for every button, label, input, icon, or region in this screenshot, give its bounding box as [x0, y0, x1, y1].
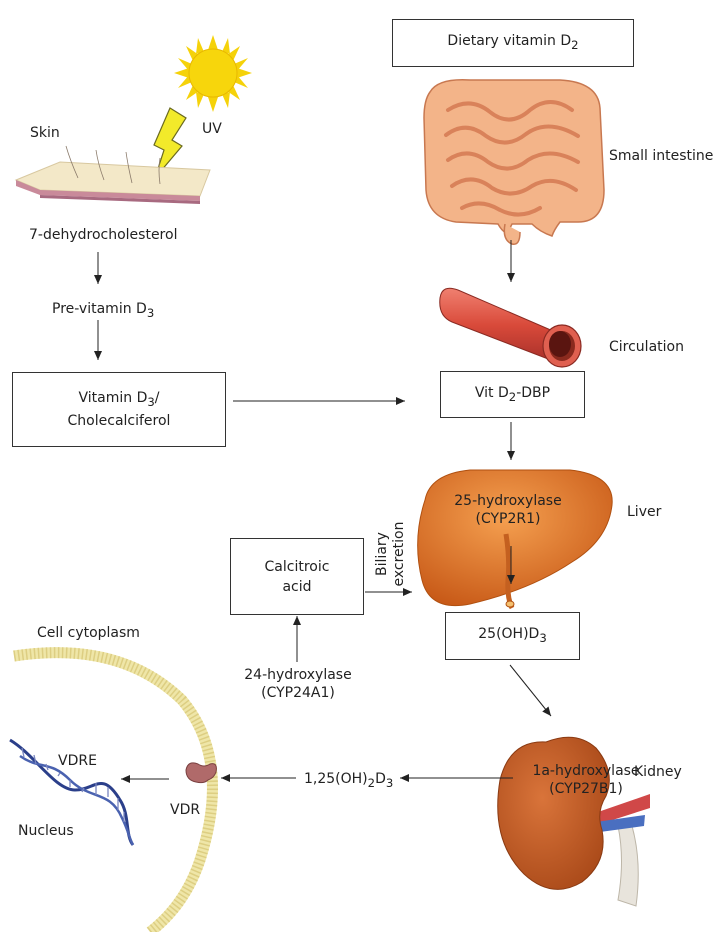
small-intestine-label: Small intestine [609, 148, 714, 164]
vdr-receptor-icon [185, 762, 217, 784]
vdr-label: VDR [170, 802, 201, 818]
dietary-vitamin-d2-label: Dietary vitamin D2 [447, 31, 578, 55]
calcitroic-line1: Calcitroic [264, 558, 330, 575]
uv-lightning-icon [153, 107, 187, 179]
7-dehydrocholesterol-label: 7-dehydrocholesterol [29, 227, 178, 243]
cyp24a1-text: (CYP24A1) [261, 685, 335, 701]
25-oh-d3-box: 25(OH)D3 [445, 612, 580, 660]
vitamin-d3-cholecalciferol-box: Vitamin D3/ Cholecalciferol [12, 372, 226, 447]
vitd2dbp-subscript: 2 [508, 389, 517, 404]
kidney-label: Kidney [634, 764, 682, 780]
arrow-25oh-to-kidney [509, 664, 552, 717]
skin-label: Skin [30, 125, 60, 141]
biliary-excretion-label: Biliary excretion [374, 514, 410, 594]
liver-label: Liver [627, 504, 662, 520]
cyp2r1-text: (CYP2R1) [475, 511, 541, 527]
25-oh-d3-label: 25(OH)D3 [478, 624, 547, 648]
calcitroic-acid-box: Calcitroic acid [230, 538, 364, 615]
blood-vessel-icon [439, 287, 582, 368]
vitd3-text: Vitamin D [78, 389, 148, 406]
vitd3-slash: / [154, 389, 160, 406]
previtamin-subscript: 3 [146, 305, 155, 320]
cyp27b1-text: (CYP27B1) [549, 781, 623, 797]
kidney-icon [497, 736, 650, 907]
calcitriol-subscript-3: 3 [385, 775, 394, 790]
circulation-label: Circulation [609, 339, 684, 355]
small-intestine-icon [423, 79, 605, 245]
previtamin-text: Pre-vitamin D [52, 301, 147, 317]
dna-helix-icon [9, 738, 135, 846]
pathway-arrows [94, 240, 552, 783]
dietary-text: Dietary vitamin D [447, 33, 572, 50]
24-hydroxylase-text: 24-hydroxylase [244, 667, 352, 683]
cell-membrane-icon [13, 647, 218, 932]
vitd2dbp-text: Vit D [474, 384, 509, 401]
dietary-subscript: 2 [571, 37, 579, 52]
vdre-label: VDRE [58, 753, 97, 769]
cell-cytoplasm-label: Cell cytoplasm [37, 625, 140, 641]
vitamin-d3-line: Vitamin D3/ [79, 388, 160, 412]
24-hydroxylase-label: 24-hydroxylase (CYP24A1) [236, 666, 360, 702]
1a-hydroxylase-text: 1a-hydroxylase [532, 763, 640, 779]
biliary-text: Biliary [374, 532, 390, 576]
cholecalciferol-line: Cholecalciferol [67, 413, 171, 430]
liver-icon [417, 469, 613, 610]
previtamin-d3-label: Pre-vitamin D3 [52, 300, 154, 322]
vit-d2-dbp-label: Vit D2-DBP [475, 383, 550, 407]
excretion-text: excretion [391, 521, 407, 587]
25-hydroxylase-text: 25-hydroxylase [454, 493, 562, 509]
sun-icon [174, 35, 252, 112]
nucleus-label: Nucleus [18, 823, 74, 839]
calcitriol-subscript-2: 2 [367, 775, 376, 790]
vitd2dbp-suffix: -DBP [516, 384, 551, 401]
vit-d2-dbp-box: Vit D2-DBP [440, 371, 585, 418]
1a-hydroxylase-label: 1a-hydroxylase (CYP27B1) [516, 762, 656, 798]
calcitroic-line2: acid [282, 578, 312, 595]
25oh-subscript: 3 [539, 630, 547, 645]
25oh-text: 25(OH)D [478, 626, 540, 643]
skin-icon [14, 145, 211, 204]
calcitriol-label: 1,25(OH)2D3 [304, 770, 393, 792]
calcitriol-d: D [375, 771, 386, 787]
25-hydroxylase-label: 25-hydroxylase (CYP2R1) [438, 492, 578, 528]
dietary-vitamin-d2-box: Dietary vitamin D2 [392, 19, 634, 67]
uv-label: UV [202, 121, 222, 137]
calcitriol-text: 1,25(OH) [304, 771, 368, 787]
vitd3-subscript: 3 [147, 394, 155, 409]
